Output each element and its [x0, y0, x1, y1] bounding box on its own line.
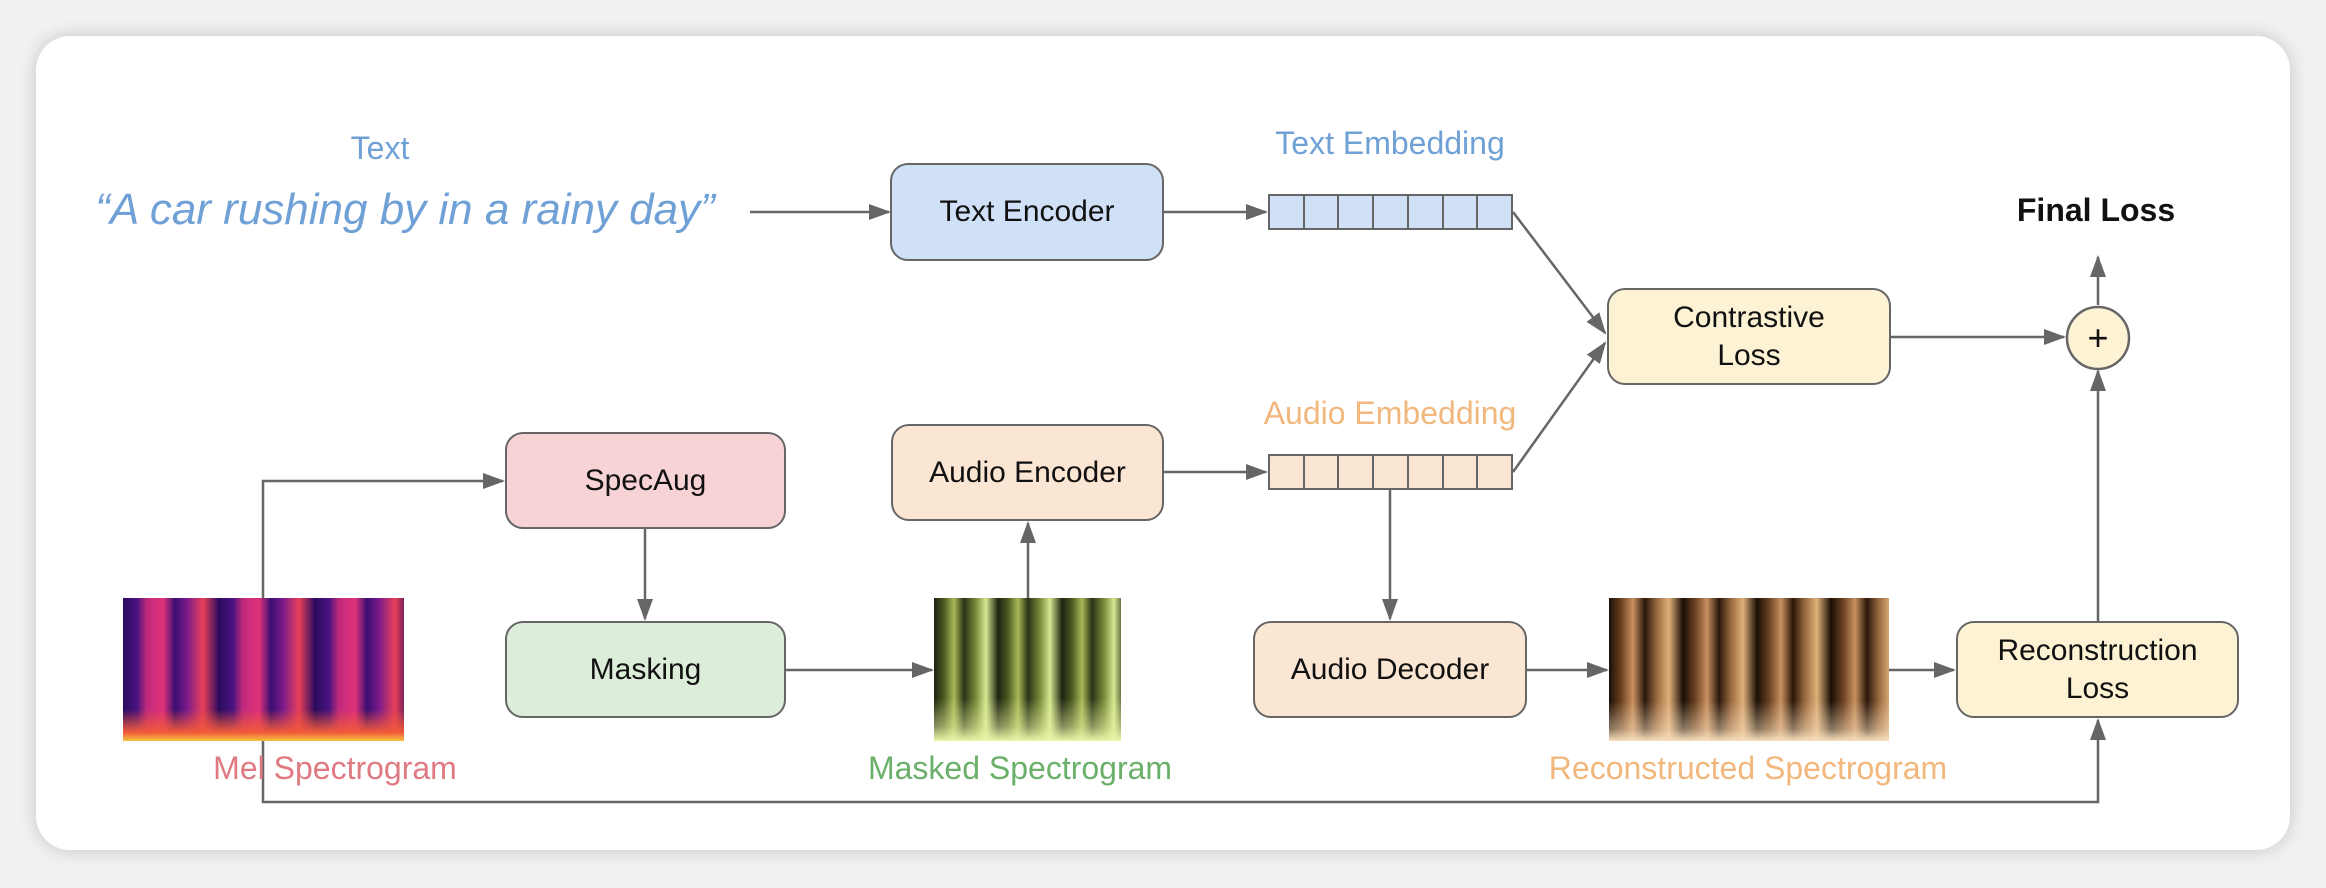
reconstructed-spectrogram-label: Reconstructed Spectrogram [1548, 750, 1948, 786]
text-embedding-label: Text Embedding [1275, 125, 1505, 161]
arrow-mel-to-specaug [261, 473, 505, 598]
masked-spectrogram-image [934, 598, 1121, 741]
embedding-cell [1339, 456, 1375, 488]
mel-spectrogram-image [123, 598, 404, 741]
reconstruction-loss-label-line1: Reconstruction [1997, 633, 2198, 667]
masked-spectrogram-label: Masked Spectrogram [867, 750, 1173, 786]
arrow-audio-embedding-to-contrastive [1511, 341, 1607, 473]
masking-box: Masking [505, 621, 786, 718]
embedding-cell [1339, 196, 1375, 228]
final-loss-label: Final Loss [2016, 192, 2176, 228]
embedding-cell [1270, 456, 1305, 488]
embedding-cell [1478, 196, 1511, 228]
embedding-cell [1409, 456, 1444, 488]
audio-embedding-vector [1268, 454, 1513, 490]
sum-symbol: + [2087, 317, 2108, 358]
embedding-cell [1305, 456, 1340, 488]
text-embedding-vector [1268, 194, 1513, 230]
audio-embedding-label: Audio Embedding [1263, 395, 1517, 431]
text-input-label: Text [350, 130, 410, 166]
specaug-box: SpecAug [505, 432, 786, 529]
contrastive-loss-label-line1: Contrastive [1673, 300, 1825, 334]
text-input-caption: “A car rushing by in a rainy day” [95, 185, 715, 234]
embedding-cell [1478, 456, 1511, 488]
embedding-cell [1374, 456, 1409, 488]
contrastive-loss-box: Contrastive Loss [1607, 288, 1891, 385]
arrow-text-embedding-to-contrastive [1512, 211, 1607, 335]
specaug-label: SpecAug [584, 463, 707, 497]
audio-decoder-label: Audio Decoder [1290, 652, 1490, 686]
embedding-cell [1444, 196, 1479, 228]
text-encoder-box: Text Encoder [890, 163, 1164, 261]
masking-label: Masking [589, 652, 702, 686]
embedding-cell [1444, 456, 1479, 488]
embedding-cell [1409, 196, 1444, 228]
mel-spectrogram-label: Mel Spectrogram [213, 750, 457, 786]
audio-encoder-box: Audio Encoder [891, 424, 1164, 521]
arrow-mel-to-reconstruction-loss [261, 718, 2106, 804]
reconstructed-spectrogram-image [1609, 598, 1889, 741]
embedding-cell [1305, 196, 1340, 228]
audio-encoder-label: Audio Encoder [929, 455, 1126, 489]
embedding-cell [1374, 196, 1409, 228]
reconstruction-loss-box: Reconstruction Loss [1956, 621, 2239, 718]
embedding-cell [1270, 196, 1305, 228]
reconstruction-loss-label-line2: Loss [2065, 671, 2130, 705]
contrastive-loss-label-line2: Loss [1717, 338, 1781, 372]
sum-node [2065, 305, 2131, 371]
audio-decoder-box: Audio Decoder [1253, 621, 1527, 718]
text-encoder-label: Text Encoder [939, 195, 1115, 228]
